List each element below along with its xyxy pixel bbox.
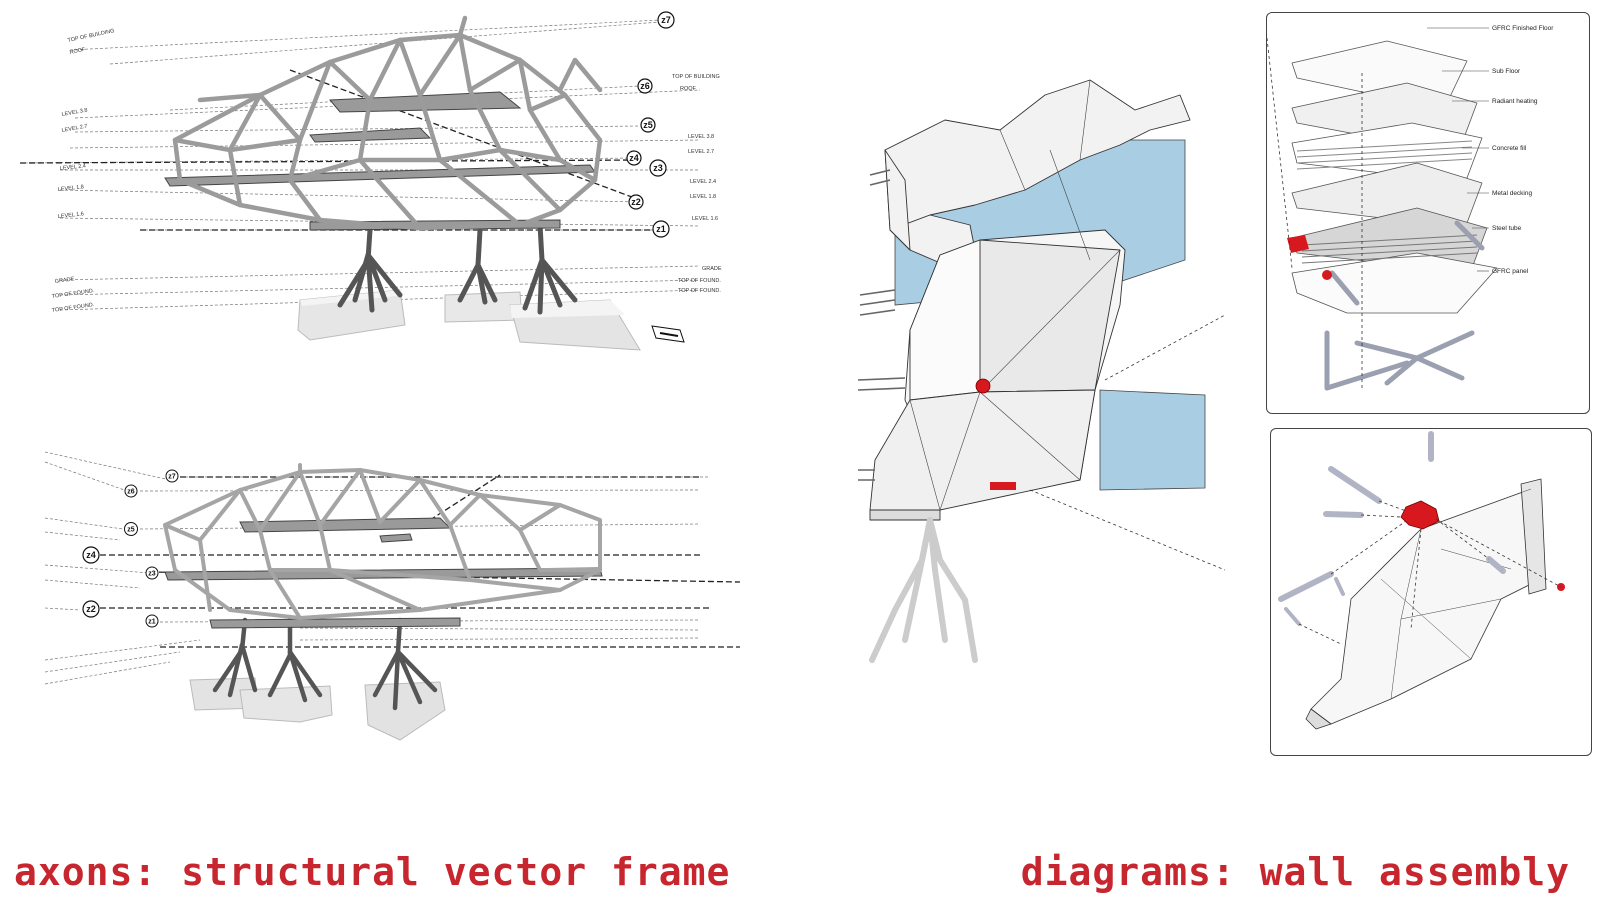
level-label: GRADE: [702, 266, 722, 272]
support-legs: [869, 517, 978, 663]
assembly-layers-drawing: GFRC Finished Floor Sub Floor Radiant he…: [1267, 25, 1554, 391]
level-label: TOP OF BUILDING: [672, 74, 720, 80]
zone-label: z3: [653, 163, 663, 173]
layer-label: Steel tube: [1492, 225, 1522, 232]
zone-label: z6: [127, 489, 135, 496]
level-label: TOP OF FOUND.: [678, 288, 721, 294]
layer-label: GFRC panel: [1492, 268, 1529, 275]
level-label: LEVEL 1.8: [690, 194, 716, 200]
layer-label: GFRC Finished Floor: [1492, 25, 1554, 32]
facet-lines: [1380, 488, 1532, 700]
zone-label: z7: [168, 474, 176, 481]
zone-label: z2: [631, 197, 641, 207]
layer-label: Sub Floor: [1492, 68, 1521, 75]
layer-label: Metal decking: [1492, 190, 1532, 197]
lattice-frame: [163, 463, 602, 620]
zone-label: z2: [86, 604, 96, 614]
assembly-layer-shapes: [1291, 40, 1498, 314]
connection-node-red: [975, 378, 991, 394]
level-label: LEVEL 1.8: [58, 184, 85, 193]
axon-bottom-drawing: z7 z6 z5 z4 z3 z2 z1: [44, 451, 741, 741]
level-label: GRADE: [54, 276, 75, 285]
north-marker: [651, 325, 685, 343]
right-level-labels: TOP OF BUILDING ROOF LEVEL 3.8 LEVEL 2.7…: [672, 74, 722, 294]
level-label: LEVEL 2.4: [690, 179, 716, 185]
level-label: LEVEL 1.6: [58, 211, 85, 220]
gfrc-panel-body: [869, 229, 1126, 521]
assembly-layer-labels: GFRC Finished Floor Sub Floor Radiant he…: [1492, 25, 1554, 275]
axon-top-drawing: z7 z6 z5 z4 z3 z2 z1 TOP OF BUILDING ROO…: [19, 11, 722, 351]
lattice-frame: [172, 15, 603, 231]
wall-assembly-detail-panel: GFRC Finished Floor Sub Floor Radiant he…: [1266, 12, 1590, 414]
level-lines: [44, 451, 710, 685]
facet-lines: [909, 79, 1121, 511]
radiant-heating-pipes: [1296, 140, 1473, 170]
layer-label: Radiant heating: [1492, 98, 1538, 105]
explode-lines: [1298, 500, 1562, 645]
zone-label: z5: [127, 527, 135, 534]
zone-label: z4: [629, 153, 639, 163]
metal-decking-ribs: [1301, 234, 1478, 264]
node-connection-detail-panel: [1270, 428, 1592, 756]
steel-tubes: [1324, 220, 1485, 391]
level-label: LEVEL 3.8: [61, 108, 88, 118]
level-label: TOP OF FOUND.: [678, 278, 721, 284]
steel-tube-stubs: [1278, 431, 1506, 602]
caption-axons: axons: structural vector frame: [14, 850, 731, 894]
label-leaders: [1427, 27, 1489, 272]
axon-bottom-structural-frame: z7 z6 z5 z4 z3 z2 z1: [0, 440, 760, 770]
zone-label: z7: [661, 15, 671, 25]
tree-columns: [337, 222, 578, 315]
foundation-blocks: [189, 677, 446, 741]
zone-label: z3: [148, 571, 156, 578]
zone-label: z1: [148, 619, 156, 626]
node-exploded-drawing: [1278, 431, 1565, 730]
level-label: TOP OF FOUND.: [51, 288, 95, 300]
tree-columns: [212, 617, 438, 711]
building-massing-diagram: [850, 0, 1230, 760]
level-label: LEVEL 2.7: [61, 124, 88, 134]
zone-markers: z7 z6 z5 z4 z3 z2 z1: [626, 11, 675, 238]
red-connectors: [1287, 235, 1332, 280]
level-label: TOP OF FOUND.: [51, 302, 95, 314]
level-label: ROOF: [680, 86, 697, 92]
zone-label: z6: [640, 81, 650, 91]
zone-label: z1: [656, 224, 666, 234]
axon-top-structural-frame: z7 z6 z5 z4 z3 z2 z1 TOP OF BUILDING ROO…: [0, 0, 760, 380]
caption-diagrams: diagrams: wall assembly: [1020, 850, 1570, 894]
leader-lines: [1029, 314, 1226, 571]
zone-label: z5: [643, 120, 653, 130]
level-label: TOP OF BUILDING: [67, 28, 115, 44]
zone-markers: z7 z6 z5 z4 z3 z2 z1: [82, 469, 179, 628]
level-label: LEVEL 2.4: [60, 163, 87, 172]
floor-edge-slats: [857, 169, 906, 481]
level-label: LEVEL 3.8: [688, 134, 714, 140]
level-label: ROOF: [69, 47, 86, 56]
foundation-blocks: [297, 289, 641, 351]
connection-plate-red: [990, 482, 1016, 490]
level-label: LEVEL 1.6: [692, 216, 718, 222]
level-label: LEVEL 2.7: [688, 149, 714, 155]
left-level-labels: TOP OF BUILDING ROOF LEVEL 3.8 LEVEL 2.7…: [51, 28, 115, 314]
massing-drawing: [857, 79, 1226, 663]
layer-label: Concrete fill: [1492, 145, 1527, 152]
zone-label: z4: [86, 550, 96, 560]
